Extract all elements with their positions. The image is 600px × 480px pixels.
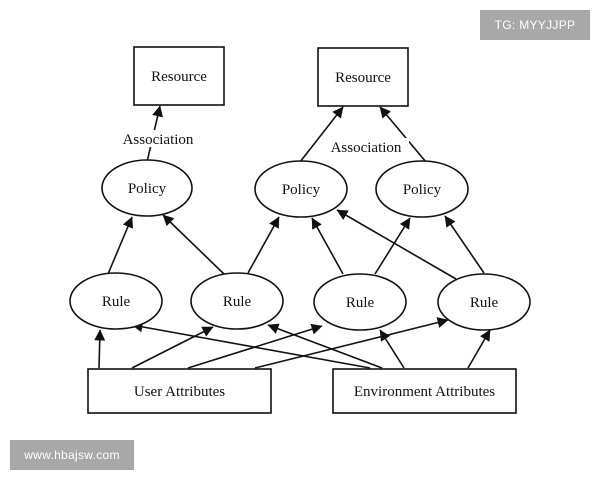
rule-label-2: Rule [223,294,252,310]
association-label-1-group: Association [115,130,201,148]
edge-env-rule3 [379,329,405,369]
policy-label-3: Policy [403,182,442,198]
edge-rule4-policy2 [336,209,457,280]
rule-node-1: Rule [69,272,163,330]
rule-node-4: Rule [437,273,531,331]
edge-user-rule4 [254,317,449,369]
policy-node-2: Policy [254,160,348,218]
association-label-1: Association [123,132,194,148]
rule-label-4: Rule [470,295,499,311]
edge-env-rule4 [467,329,491,369]
edge-user-rule1 [94,329,106,369]
edge-user-rule2 [131,326,214,369]
rule-label-3: Rule [346,295,375,311]
edge-rule1-policy1 [107,216,134,275]
edge-rule2-policy2 [247,216,280,274]
rule-label-1: Rule [102,294,131,310]
edge-rule3-policy2 [311,217,344,275]
edge-rule3-policy3 [374,217,411,275]
edges [94,105,491,369]
user-attributes-node: User Attributes [87,368,272,414]
policy-node-1: Policy [101,159,193,217]
watermark-top: TG: MYYJJPP [480,10,590,40]
policy-label-2: Policy [282,182,321,198]
edge-env-rule2 [267,323,383,369]
association-label-2: Association [331,140,402,156]
resource-node-2: Resource [317,47,409,107]
rule-node-2: Rule [190,272,284,330]
edge-rule4-policy3 [444,215,485,274]
association-label-2-group: Association [323,138,409,156]
edge-policy3-resource2 [379,106,427,163]
resource-label-1: Resource [151,69,207,85]
user-attributes-label: User Attributes [134,384,225,400]
policy-node-3: Policy [375,160,469,218]
rule-node-3: Rule [313,273,407,331]
watermark-bottom: www.hbajsw.com [10,440,134,470]
policy-label-1: Policy [128,181,167,197]
environment-attributes-label: Environment Attributes [354,384,495,400]
resource-node-1: Resource [133,46,225,106]
edge-rule2-policy1 [162,214,225,275]
resource-label-2: Resource [335,70,391,86]
edge-policy2-resource2 [299,106,344,163]
edge-env-rule1 [131,321,371,369]
environment-attributes-node: Environment Attributes [332,368,517,414]
